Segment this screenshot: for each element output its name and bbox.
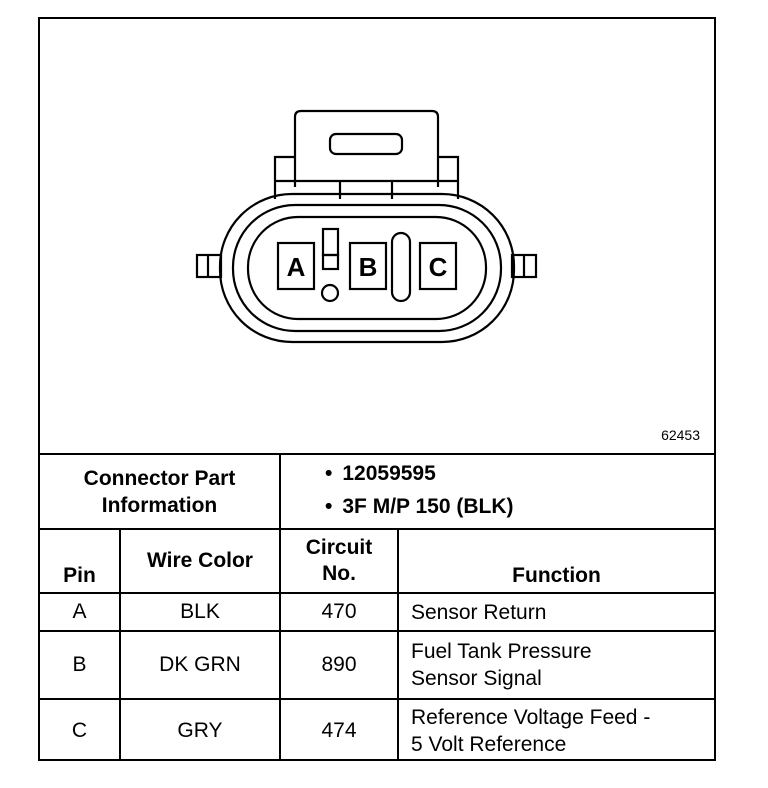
pin-c-cavity [418, 241, 458, 291]
key-post [320, 283, 340, 303]
function-cell: Fuel Tank Pressure Sensor Signal [396, 630, 715, 700]
function-cell: Sensor Return [396, 592, 715, 632]
circuit-cell: 890 [279, 630, 399, 700]
pin-b-cavity [348, 241, 388, 291]
connector-description: •3F M/P 150 (BLK) [325, 495, 514, 518]
divider-rib [390, 231, 412, 303]
connector-drawing: A B C [195, 109, 538, 344]
header-wire-color: Wire Color [119, 528, 281, 594]
latch-tab [293, 109, 440, 187]
key-slot-inner [321, 253, 340, 271]
connector-table: Connector Part Information •12059595 •3F… [40, 455, 715, 761]
connector-sheet: A B C 62453 Connector Part Information •… [38, 17, 716, 761]
connector-middle-body [231, 203, 503, 333]
connector-info-label-line1: Connector Part [83, 466, 236, 490]
connector-info-label: Connector Part Information [40, 455, 281, 530]
pin-a-cavity [276, 241, 316, 291]
wire-color-cell: GRY [119, 698, 281, 761]
function-cell: Reference Voltage Feed - 5 Volt Referenc… [396, 698, 715, 761]
table-row: A BLK 470 Sensor Return [40, 592, 715, 632]
header-pin: Pin [40, 528, 121, 594]
latch-slot [328, 132, 404, 156]
wire-color-cell: BLK [119, 592, 281, 632]
connector-info-row: Connector Part Information •12059595 •3F… [40, 455, 715, 530]
pin-cell: A [40, 592, 121, 632]
connector-outer-body [218, 192, 516, 344]
pin-cell: B [40, 630, 121, 700]
pin-cell: C [40, 698, 121, 761]
connector-inner-body [246, 215, 488, 321]
connector-figure: A B C 62453 [40, 19, 714, 455]
table-row: B DK GRN 890 Fuel Tank Pressure Sensor S… [40, 630, 715, 700]
header-function: Function [396, 528, 715, 594]
pin-b-label: B [359, 252, 378, 282]
connector-info-label-line2: Information [101, 493, 218, 517]
connector-part-number: •12059595 [325, 462, 436, 485]
circuit-cell: 474 [279, 698, 399, 761]
header-circuit-no: Circuit No. [279, 528, 399, 594]
pin-c-label: C [429, 252, 448, 282]
connector-info-values: •12059595 •3F M/P 150 (BLK) [278, 455, 715, 530]
circuit-cell: 470 [279, 592, 399, 632]
pin-a-label: A [287, 252, 306, 282]
latch-shoulder [273, 155, 460, 199]
table-row: C GRY 474 Reference Voltage Feed - 5 Vol… [40, 698, 715, 761]
key-notch [321, 227, 340, 257]
wire-color-cell: DK GRN [119, 630, 281, 700]
header-row: Pin Wire Color Circuit No. Function [40, 528, 715, 594]
figure-number: 62453 [661, 427, 700, 443]
